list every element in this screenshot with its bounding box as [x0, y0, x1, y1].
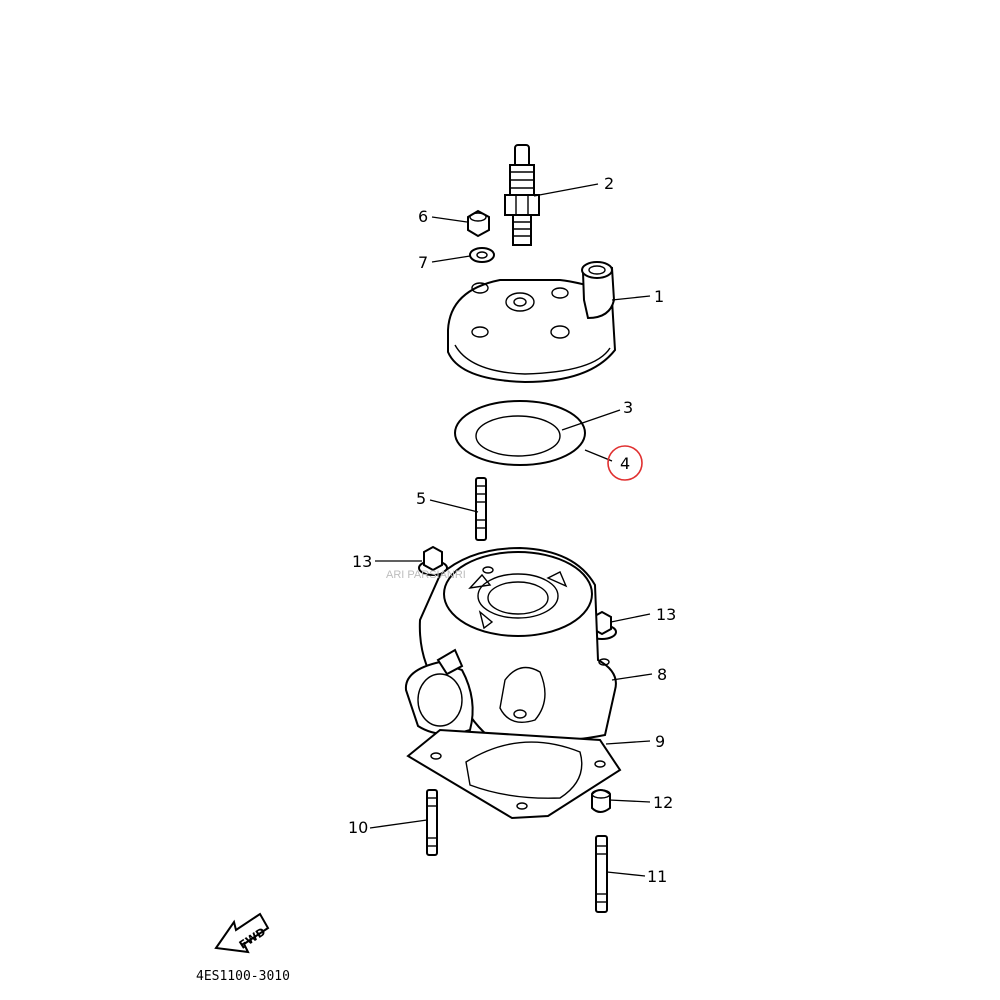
- base-gasket: [406, 728, 622, 820]
- stud-bolt-short: [426, 789, 438, 856]
- stud-bolt: [475, 477, 487, 541]
- cap-nut: [467, 209, 490, 238]
- stud-bolt-long: [595, 835, 608, 913]
- dowel-pin: [591, 789, 611, 813]
- callout-8: 8: [657, 665, 667, 684]
- callout-7: 7: [418, 253, 428, 272]
- callout-13-left: 13: [352, 552, 372, 571]
- diagram-code: 4ES1100-3010: [196, 969, 290, 984]
- callout-6: 6: [418, 207, 428, 226]
- callout-13-right: 13: [656, 605, 676, 624]
- cylinder: [404, 546, 617, 743]
- flange-nut-left: [418, 545, 448, 576]
- highlight-circle: [607, 445, 643, 481]
- callout-4: 4: [620, 454, 630, 473]
- callout-1: 1: [654, 287, 664, 306]
- head-gasket: [454, 400, 586, 466]
- washer: [469, 247, 495, 263]
- watermark-text: ARI PARSIANRI: [386, 569, 466, 581]
- callout-12: 12: [653, 793, 673, 812]
- callout-9: 9: [655, 732, 665, 751]
- callout-3: 3: [623, 398, 633, 417]
- callout-5: 5: [416, 489, 426, 508]
- cylinder-head: [447, 261, 617, 384]
- callout-10: 10: [348, 818, 368, 837]
- callout-2: 2: [604, 174, 614, 193]
- spark-plug: [504, 144, 540, 246]
- leader-lines: [369, 183, 653, 877]
- fwd-arrow-icon: FWD: [214, 912, 270, 954]
- callout-11: 11: [647, 867, 667, 886]
